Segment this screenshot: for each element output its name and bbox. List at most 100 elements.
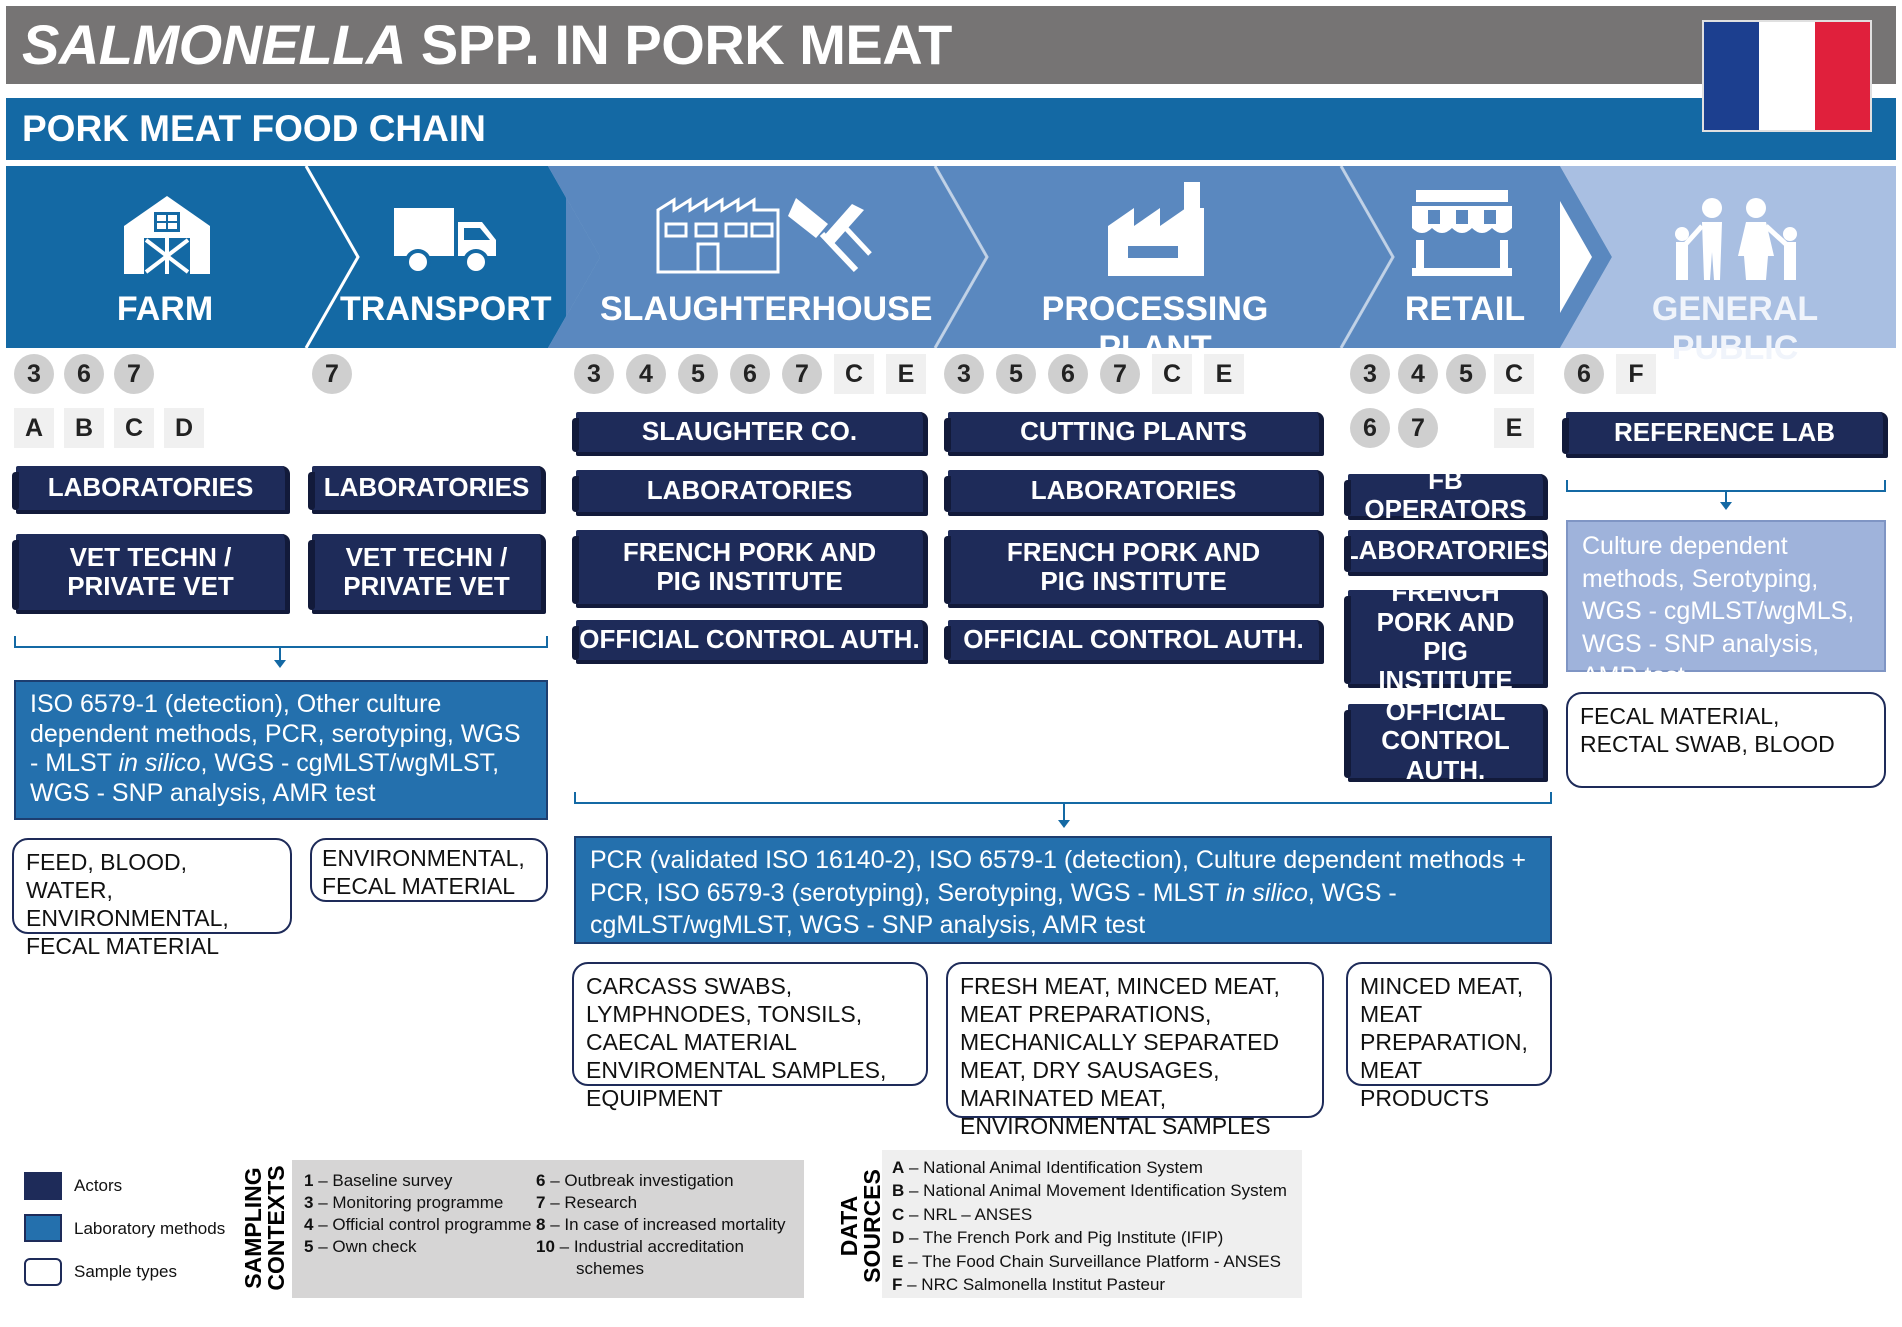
source-code: D (164, 408, 204, 448)
france-flag-icon (1702, 20, 1872, 132)
context-item: schemes (576, 1259, 645, 1279)
sample-types-transport: ENVIRONMENTAL, FECAL MATERIAL (310, 838, 548, 902)
context-code: 6 (1048, 354, 1088, 394)
context-code: 3 (1350, 354, 1390, 394)
context-item: 3 – Monitoring programme (304, 1193, 504, 1213)
legend-lab-methods-swatch (24, 1214, 62, 1242)
source-item: B – National Animal Movement Identificat… (892, 1181, 1287, 1201)
legend-actors-label: Actors (74, 1176, 123, 1195)
context-code: 4 (1398, 354, 1438, 394)
farm-transport-bracket (14, 636, 548, 648)
source-code: B (64, 408, 104, 448)
actor-transport-laboratories: LABORATORIES (308, 466, 546, 514)
sample-types-slaughterhouse: CARCASS SWABS, LYMPHNODES, TONSILS, CAEC… (572, 962, 928, 1111)
source-code: C (1494, 354, 1534, 394)
source-item: A – National Animal Identification Syste… (892, 1158, 1203, 1177)
sample-types-processing: FRESH MEAT, MINCED MEAT, MEAT PREPARATIO… (946, 962, 1324, 1139)
truck-icon (394, 208, 496, 275)
lab-methods-chain: PCR (validated ISO 16140-2), ISO 6579-1 … (574, 836, 1552, 944)
context-item: 10 – Industrial accreditation (536, 1237, 744, 1257)
source-code: C (834, 354, 874, 394)
actor-farm-laboratories: LABORATORIES (12, 466, 290, 514)
subtitle-bar (6, 98, 1896, 160)
sampling-contexts-col1: 1 – Baseline survey 3 – Monitoring progr… (304, 1170, 534, 1258)
context-code: 5 (996, 354, 1036, 394)
context-code: 3 (944, 354, 984, 394)
context-code: 7 (312, 354, 352, 394)
actor-retail-official-control: OFFICIAL CONTROL AUTH. (1344, 696, 1548, 784)
context-item: 4 – Official control programme (304, 1215, 532, 1235)
legend-sample-types-swatch (24, 1258, 62, 1286)
source-code: E (1204, 354, 1244, 394)
down-arrow-icon (1058, 804, 1070, 828)
sample-types-public: FECAL MATERIAL, RECTAL SWAB, BLOOD (1566, 692, 1886, 788)
legend-sample-types-label: Sample types (74, 1262, 177, 1281)
context-code: 3 (14, 354, 54, 394)
source-item: F – NRC Salmonella Institut Pasteur (892, 1275, 1166, 1295)
legend-actors-swatch (24, 1172, 62, 1200)
sample-types-farm: FEED, BLOOD, WATER, ENVIRONMENTAL, FECAL… (12, 838, 292, 959)
source-item: D – The French Pork and Pig Institute (I… (892, 1228, 1224, 1248)
context-item: 7 – Research (536, 1193, 638, 1213)
chain-bracket (574, 792, 1552, 804)
actor-retail-laboratories: LABORATORIES (1343, 530, 1548, 576)
context-code: 7 (782, 354, 822, 394)
context-item: 6 – Outbreak investigation (536, 1171, 734, 1190)
actor-cutting-plants: CUTTING PLANTS (944, 412, 1324, 456)
legend-lab-methods-label: Laboratory methods (74, 1219, 226, 1238)
actor-farm-vet: VET TECHN / PRIVATE VET (12, 534, 290, 614)
data-sources-heading: DATA SOURCES (836, 1169, 885, 1283)
source-item: C – NRL – ANSES (892, 1204, 1033, 1224)
source-item: E – The Food Chain Surveillance Platform… (892, 1251, 1281, 1271)
source-code: C (1152, 354, 1192, 394)
source-code: C (114, 408, 154, 448)
actor-slaughter-official-control: OFFICIAL CONTROL AUTH. (572, 620, 928, 664)
actor-reference-lab: REFERENCE LAB (1562, 412, 1888, 458)
stage-public-label: GENERAL PUBLIC (1651, 290, 1819, 367)
sample-types-retail: MINCED MEAT, MEAT PREPARATION, MEAT PROD… (1346, 962, 1552, 1111)
actor-transport-vet: VET TECHN / PRIVATE VET (308, 534, 546, 614)
actor-retail-ifip: FRENCH PORK AND PIG INSTITUTE (1344, 578, 1548, 695)
sampling-contexts-panel (292, 1160, 804, 1298)
family-icon (1675, 198, 1797, 280)
page-title: SALMONELLA SPP. IN PORK MEAT (22, 13, 952, 76)
stage-slaughterhouse-label: SLAUGHTERHOUSE (600, 290, 933, 328)
context-code: 7 (1100, 354, 1140, 394)
context-code: 6 (730, 354, 770, 394)
shop-icon (1412, 190, 1512, 276)
stage-farm-label: FARM (116, 290, 214, 328)
actor-processing-laboratories: LABORATORIES (944, 470, 1324, 516)
context-code: 6 (1564, 354, 1604, 394)
context-code: 5 (1446, 354, 1486, 394)
stage-retail-label: RETAIL (1404, 290, 1526, 328)
lab-methods-public: Culture dependent methods, Serotyping, W… (1566, 520, 1886, 690)
context-item: 1 – Baseline survey (304, 1171, 453, 1190)
factory-icon (1108, 182, 1204, 276)
title-bar (6, 6, 1896, 84)
context-code: 6 (64, 354, 104, 394)
source-code: A (14, 408, 54, 448)
actor-slaughter-co: SLAUGHTER CO. (572, 412, 928, 456)
lab-methods-farm: ISO 6579-1 (detection), Other culture de… (14, 680, 548, 820)
barn-icon (124, 196, 210, 274)
source-code: E (1494, 408, 1534, 448)
context-code: 5 (678, 354, 718, 394)
context-code: 3 (574, 354, 614, 394)
actor-slaughter-laboratories: LABORATORIES (572, 470, 928, 516)
data-sources-panel (882, 1150, 1302, 1298)
data-sources-list: A – National Animal Identification Syste… (892, 1156, 1296, 1297)
source-code: F (1616, 354, 1656, 394)
context-code: 7 (114, 354, 154, 394)
context-code: 4 (626, 354, 666, 394)
source-code: E (886, 354, 926, 394)
actor-processing-official-control: OFFICIAL CONTROL AUTH. (944, 620, 1324, 664)
down-arrow-icon (274, 648, 286, 668)
actor-slaughter-ifip: FRENCH PORK AND PIG INSTITUTE (572, 530, 928, 608)
public-bracket (1566, 480, 1886, 492)
context-code: 7 (1398, 408, 1438, 448)
slaughterhouse-icon (656, 197, 872, 274)
context-code: 6 (1350, 408, 1390, 448)
down-arrow-icon (1720, 492, 1732, 510)
context-item: 5 – Own check (304, 1237, 417, 1257)
context-item: 8 – In case of increased mortality (536, 1215, 786, 1235)
